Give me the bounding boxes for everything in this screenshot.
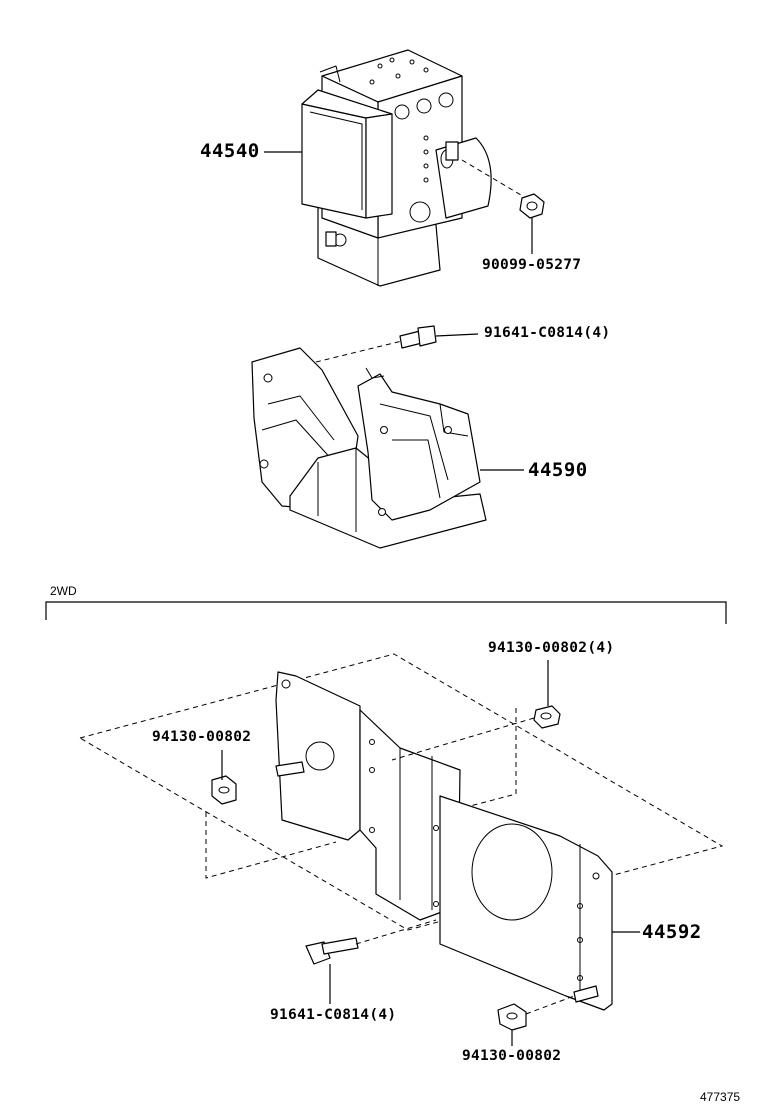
diagram-number: 477375 [700, 1090, 741, 1104]
part-label-abs-actuator: 44540 [200, 140, 260, 162]
abs-actuator-illustration [301, 49, 492, 287]
actuator-bracket-illustration [251, 325, 487, 549]
part-label-nut-right: 94130-00802(4) [488, 640, 615, 656]
leader-bracket-bolt [435, 333, 479, 337]
fastener-illustrations [211, 705, 599, 1031]
actuator-nut-illustration [461, 159, 545, 219]
part-label-nut-lower: 94130-00802 [462, 1048, 562, 1064]
variant-label: 2WD [50, 584, 77, 598]
bracket-2wd-illustration [275, 671, 613, 1011]
part-label-actuator-nut: 90099-05277 [482, 257, 582, 273]
part-label-bracket-2wd: 44592 [642, 921, 702, 943]
part-label-nut-left: 94130-00802 [152, 729, 252, 745]
variant-bracket-line [45, 601, 727, 624]
part-label-bracket-bolt: 91641-C0814(4) [484, 325, 611, 341]
part-label-actuator-bracket: 44590 [528, 459, 588, 481]
part-label-bolt-lower: 91641-C0814(4) [270, 1007, 397, 1023]
